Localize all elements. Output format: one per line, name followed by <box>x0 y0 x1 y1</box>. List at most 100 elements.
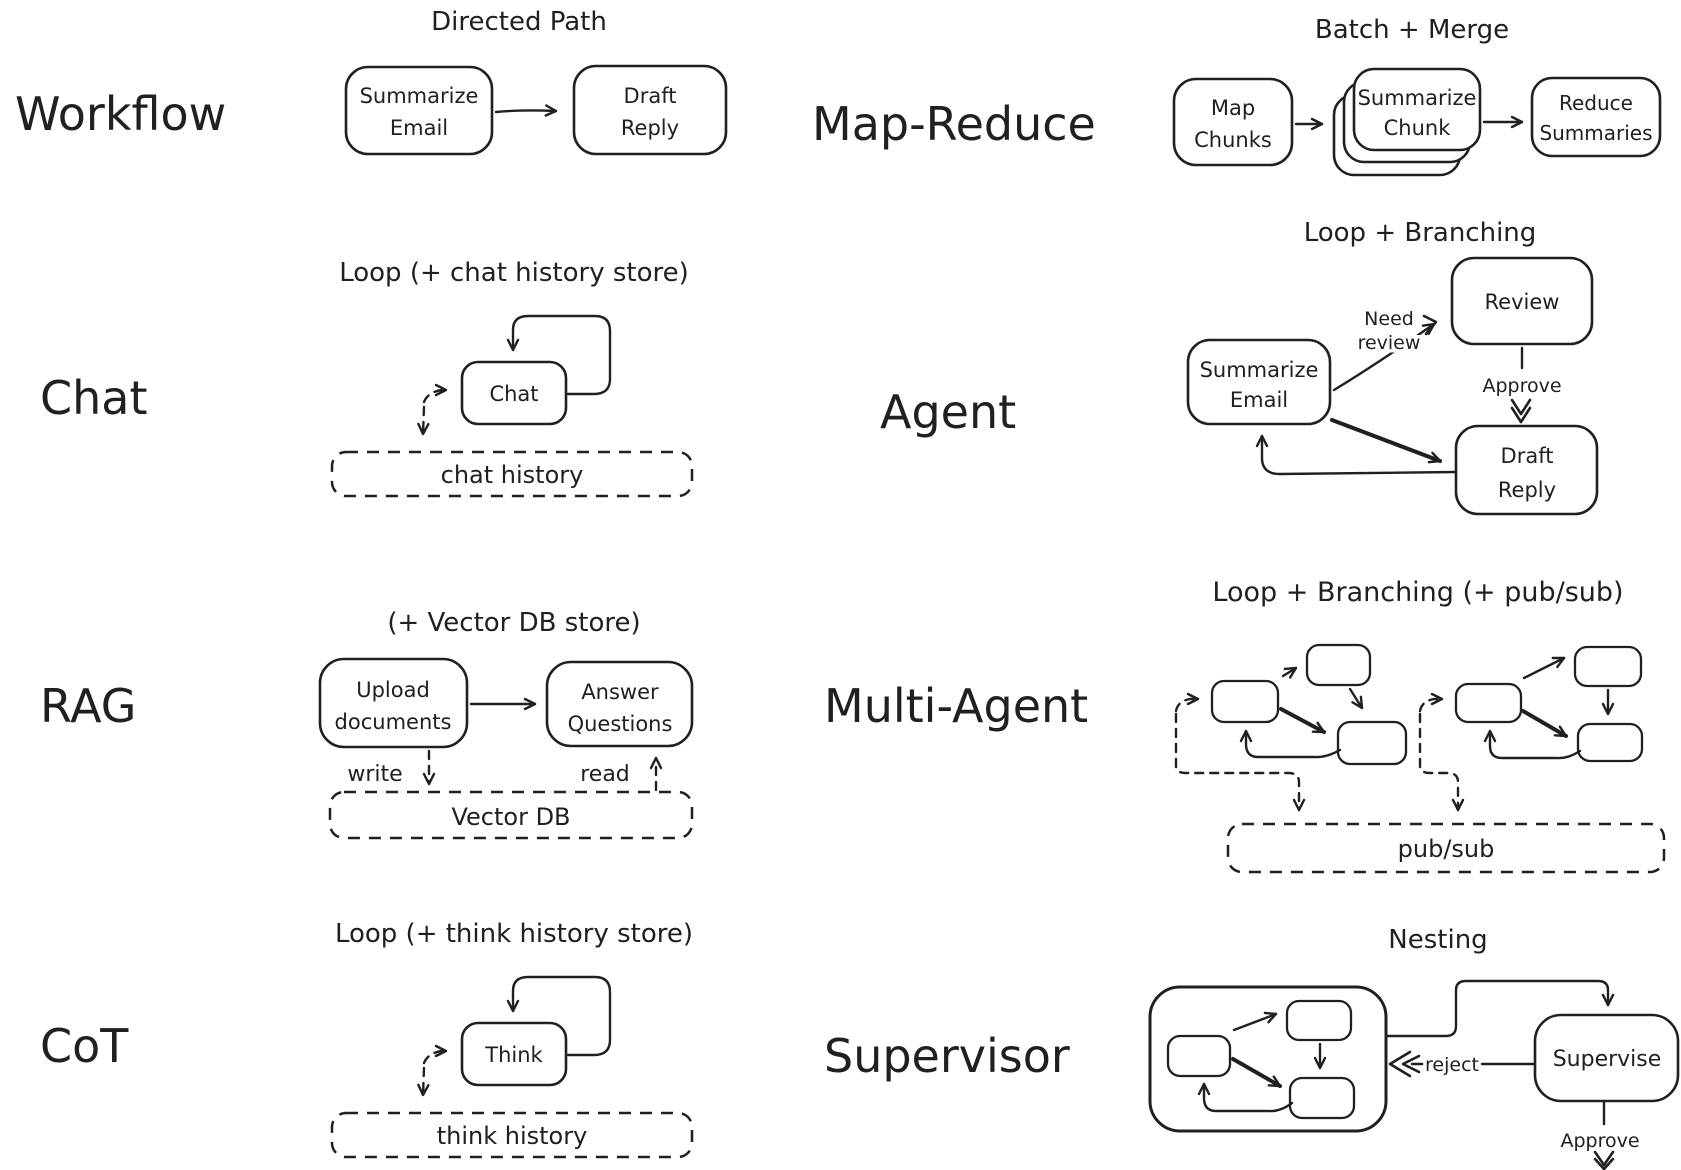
node-answer-line1: Answer <box>581 680 659 704</box>
node-answer-line2: Questions <box>568 712 673 736</box>
node-reduce-summaries-line1: Reduce <box>1559 91 1633 115</box>
workflow-label: Workflow <box>15 87 226 141</box>
map-reduce-title: Batch + Merge <box>1315 15 1509 45</box>
node-review-text: Review <box>1485 290 1560 314</box>
store-pubsub <box>1226 822 1666 874</box>
arrow-chat-self-loop <box>506 314 612 396</box>
cluster-a-arrow-pubsub-in <box>1174 692 1200 713</box>
node-summarize-chunk-line2: Chunk <box>1384 116 1452 140</box>
map-reduce-label: Map-Reduce <box>812 97 1096 151</box>
workflow-title: Directed Path <box>431 7 607 37</box>
nested-arrow-left-top <box>1232 1011 1278 1032</box>
section-chat: Chat Loop (+ chat history store) Chat ch… <box>40 258 694 498</box>
node-chat-text: Chat <box>489 382 538 406</box>
node-upload-line2: documents <box>335 710 452 734</box>
section-agent: Agent Loop + Branching Summarize Email R… <box>880 218 1599 516</box>
arrow-store-to-think <box>422 1044 448 1065</box>
node-agent-draft-reply <box>1454 424 1599 516</box>
node-agent-summarize-email <box>1186 338 1332 426</box>
chat-title: Loop (+ chat history store) <box>339 258 689 288</box>
arrow-approve-chevron-2 <box>1510 406 1532 424</box>
node-reduce-summaries-line2: Summaries <box>1539 121 1652 145</box>
nested-node-top <box>1285 999 1353 1042</box>
node-summarize-chunk <box>1352 67 1482 152</box>
arrow-store-to-chat <box>422 383 448 404</box>
node-summarize-email-line1: Summarize <box>360 84 479 108</box>
node-supervise-text: Supervise <box>1553 1047 1662 1072</box>
edge-write-text: write <box>347 762 402 787</box>
cluster-a-node-bottom <box>1336 720 1408 766</box>
arrow-supervise-approve-chevron-2 <box>1593 1157 1615 1170</box>
cluster-b-node-bottom <box>1576 722 1644 763</box>
edge-approve-text: Approve <box>1482 375 1561 397</box>
node-agent-draft-line1: Draft <box>1501 444 1554 468</box>
store-chat-history-text: chat history <box>441 461 584 489</box>
store-think-history-text: think history <box>437 1122 588 1150</box>
edge-reject-text: reject <box>1425 1054 1479 1076</box>
cluster-b-arrow-loop-back <box>1483 729 1582 760</box>
node-summarize-email-line2: Email <box>390 116 448 140</box>
cot-label: CoT <box>40 1019 129 1073</box>
section-cot: CoT Loop (+ think history store) Think t… <box>40 919 694 1159</box>
arrow-summarize-to-draft-thick <box>1330 418 1442 464</box>
edge-read-text: read <box>580 762 630 787</box>
node-agent-summarize-line1: Summarize <box>1200 358 1319 382</box>
node-think <box>460 1021 568 1087</box>
rag-label: RAG <box>40 679 136 733</box>
cluster-b-node-left <box>1454 682 1523 724</box>
arrow-need-review <box>1332 322 1436 392</box>
store-pubsub-text: pub/sub <box>1398 835 1495 863</box>
arrow-summarize-to-draft <box>494 104 558 117</box>
node-map-chunks-line2: Chunks <box>1194 128 1272 152</box>
cluster-b-arrow-to-pubsub <box>1418 712 1465 812</box>
agent-title: Loop + Branching <box>1304 218 1537 248</box>
supervisor-label: Supervisor <box>824 1029 1070 1083</box>
store-vector-db-text: Vector DB <box>451 803 570 831</box>
cluster-a-node-left <box>1210 679 1280 724</box>
cot-title: Loop (+ think history store) <box>335 919 693 949</box>
node-answer-questions <box>545 660 694 748</box>
arrow-chat-to-store <box>417 405 430 436</box>
node-chat <box>460 360 568 426</box>
arrow-think-self-loop <box>506 975 612 1057</box>
arrow-supervise-approve-chevron-1 <box>1593 1150 1615 1167</box>
arrow-think-to-store <box>417 1066 430 1097</box>
node-agent-summarize-line2: Email <box>1230 388 1288 412</box>
cluster-a-arrow-top-bottom <box>1348 687 1364 710</box>
arrow-reject-chevron-2 <box>1401 1054 1421 1074</box>
arrow-container-to-supervise <box>1384 979 1615 1038</box>
multi-agent-title: Loop + Branching (+ pub/sub) <box>1212 577 1623 608</box>
edge-need-line2: review <box>1358 332 1421 354</box>
store-chat-history <box>330 450 694 498</box>
arrow-need-review-chevron <box>1422 314 1438 336</box>
section-rag: RAG (+ Vector DB store) Upload documents… <box>40 608 694 840</box>
cluster-a-arrow-loop-back <box>1239 729 1342 759</box>
chat-label: Chat <box>40 371 148 425</box>
node-draft-reply-line1: Draft <box>624 84 677 108</box>
node-draft-reply-line2: Reply <box>621 116 679 140</box>
store-think-history <box>330 1111 694 1159</box>
node-supervise <box>1533 1013 1680 1103</box>
node-agent-draft-line2: Reply <box>1498 478 1556 502</box>
arrow-reject-chevron-1 <box>1388 1050 1412 1078</box>
node-summarize-email <box>344 65 494 156</box>
cluster-a-arrow-left-top <box>1281 666 1298 679</box>
section-supervisor: Supervisor Nesting Supervise reject Appr… <box>824 925 1680 1170</box>
section-multi-agent: Multi-Agent Loop + Branching (+ pub/sub) <box>824 577 1666 874</box>
node-upload-line1: Upload <box>356 678 430 702</box>
edge-supervise-approve-text: Approve <box>1560 1130 1639 1152</box>
node-upload-documents <box>318 657 469 749</box>
node-map-chunks-line1: Map <box>1211 96 1255 120</box>
cluster-b-arrow-left-top <box>1522 656 1566 680</box>
arrow-draft-loop-back <box>1255 434 1458 476</box>
cluster-a-node-top <box>1305 643 1372 687</box>
rag-title: (+ Vector DB store) <box>387 608 640 638</box>
node-map-chunks <box>1172 77 1294 167</box>
nested-node-bottom <box>1288 1076 1356 1120</box>
nested-arrow-left-bottom-thick <box>1231 1057 1282 1088</box>
cluster-b-node-top <box>1573 645 1643 688</box>
agent-label: Agent <box>880 385 1016 439</box>
arrow-approve-chevron-1 <box>1510 398 1532 416</box>
supervisor-title: Nesting <box>1388 925 1487 955</box>
